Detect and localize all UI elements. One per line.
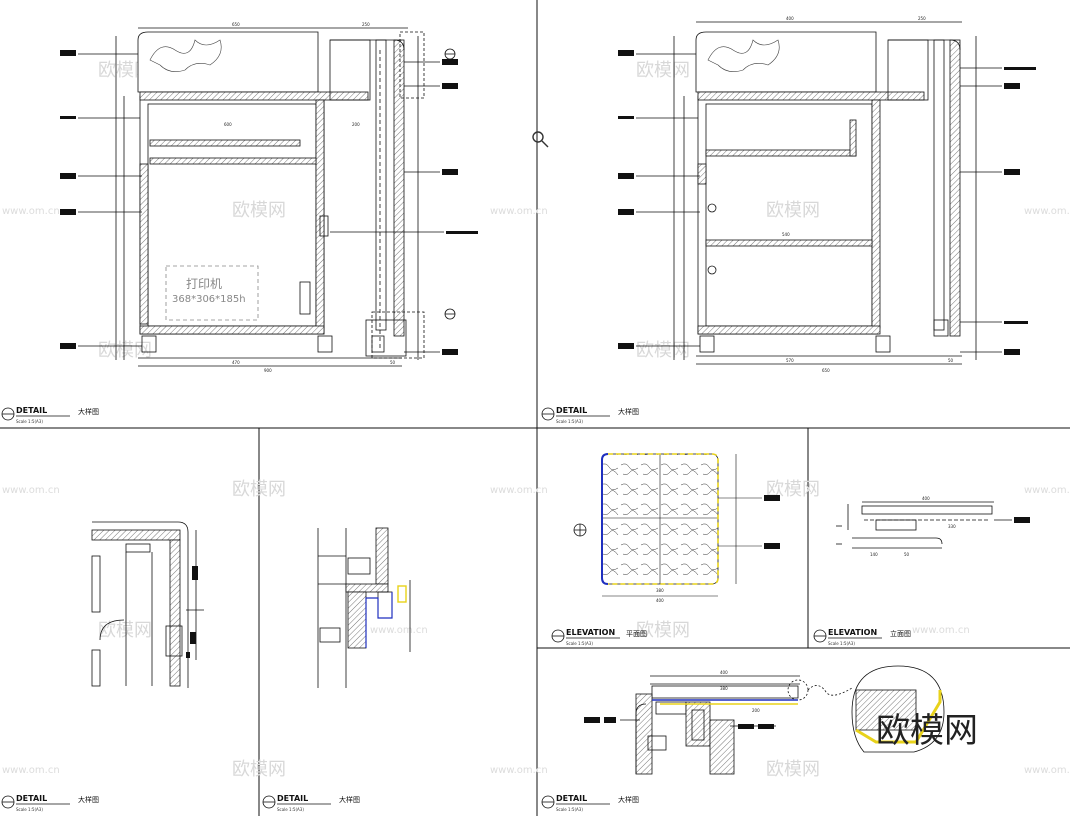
dim-p5-w: 400 xyxy=(656,598,664,603)
panel-3-tags xyxy=(186,566,198,658)
printer-size: 368*306*185h xyxy=(172,294,246,305)
dim-p2-bottom-b: 50 xyxy=(948,358,954,363)
title-p6: ELEVATION xyxy=(828,628,877,637)
panel-4-leg-detail xyxy=(317,527,411,688)
panel-2-tags xyxy=(618,50,1036,355)
title-block-p5: ELEVATION Scale 1:5(A3) 平面图 xyxy=(551,628,647,646)
watermark-site: www.om.cn xyxy=(370,625,428,636)
watermark-site: www.om.cn xyxy=(1024,765,1070,776)
watermark-site: www.om.cn xyxy=(1024,206,1070,217)
panel-1-tags xyxy=(60,50,478,355)
title-p1: DETAIL xyxy=(16,406,47,415)
dim-p1-top-b: 250 xyxy=(362,22,370,27)
title-p5: ELEVATION xyxy=(566,628,615,637)
watermark-site: www.om.cn xyxy=(490,206,548,217)
caption-p6: 立面图 xyxy=(890,629,911,638)
watermark-text: 欧模网 xyxy=(232,200,286,221)
panel-5-plan xyxy=(573,453,780,597)
watermark-text: 欧模网 xyxy=(98,620,152,641)
panel-7-zoom-yellow xyxy=(855,690,942,744)
watermark-site: www.om.cn xyxy=(490,485,548,496)
title-p4: DETAIL xyxy=(277,794,308,803)
caption-p5: 平面图 xyxy=(626,630,647,638)
scale-p2: Scale 1:5(A3) xyxy=(556,419,583,424)
panel-2-cabinet-section xyxy=(636,21,1002,365)
caption-p1: 大样图 xyxy=(78,407,99,416)
scale-p5: Scale 1:5(A3) xyxy=(566,641,593,646)
dim-p7-w: 400 xyxy=(720,670,728,675)
title-p2: DETAIL xyxy=(556,406,587,415)
dim-p1-bottom-total: 900 xyxy=(264,368,272,373)
title-block-p1: DETAIL Scale 1:5(A3) 大样图 xyxy=(1,406,99,424)
panel-3-corner-detail xyxy=(91,521,204,688)
caption-p3: 大样图 xyxy=(78,795,99,804)
title-block-p6: ELEVATION Scale 1:5(A3) 立面图 xyxy=(813,628,911,646)
watermark-site: www.om.cn xyxy=(2,765,60,776)
dim-p7-c: 200 xyxy=(752,708,760,713)
panel-1-cabinet-section xyxy=(78,27,456,367)
dim-p2-bottom-total: 650 xyxy=(822,368,830,373)
title-block-p2: DETAIL Scale 1:5(A3) 大样图 xyxy=(541,406,639,424)
panel-6-elevation xyxy=(836,501,1030,549)
title-block-p4: DETAIL Scale 1:5(A3) 大样图 xyxy=(262,794,360,812)
dim-p1-inner: 600 xyxy=(224,122,232,127)
dim-p2-top-b: 250 xyxy=(918,16,926,21)
watermark-text: 欧模网 xyxy=(232,759,286,780)
dim-p2-shelf: 540 xyxy=(782,232,790,237)
watermark-site: www.om.cn xyxy=(912,625,970,636)
caption-p7: 大样图 xyxy=(618,795,639,804)
dim-p6-a: 140 xyxy=(870,552,878,557)
watermark-text: 欧模网 xyxy=(766,479,820,500)
watermark-text: 欧模网 xyxy=(636,60,690,81)
zoom-icon[interactable] xyxy=(532,131,549,148)
dim-p2-bottom-a: 570 xyxy=(786,358,794,363)
watermark-logo: 欧模网 xyxy=(876,711,978,751)
printer-label: 打印机 xyxy=(186,277,222,291)
watermark-site: www.om.cn xyxy=(1024,485,1070,496)
dim-p1-bottom-a: 470 xyxy=(232,360,240,365)
dim-p7-w2: 380 xyxy=(720,686,728,691)
watermark-site: www.om.cn xyxy=(2,485,60,496)
dim-p6-b: 50 xyxy=(904,552,910,557)
panel-4-yellow-trim xyxy=(397,585,407,603)
watermark-text: 欧模网 xyxy=(766,200,820,221)
dim-p1-bottom-b: 50 xyxy=(390,360,396,365)
panel-4-blue-edge xyxy=(365,592,393,648)
watermark-site: www.om.cn xyxy=(2,206,60,217)
dim-p6-w: 400 xyxy=(922,496,930,501)
dim-p5-w2: 380 xyxy=(656,588,664,593)
scale-p7: Scale 1:5(A3) xyxy=(556,807,583,812)
watermark-text: 欧模网 xyxy=(766,759,820,780)
dim-p2-top-a: 400 xyxy=(786,16,794,21)
scale-p4: Scale 1:5(A3) xyxy=(277,807,304,812)
panel-7-counter-detail xyxy=(584,665,945,775)
watermark-text: 欧模网 xyxy=(98,340,152,361)
title-p7: DETAIL xyxy=(556,794,587,803)
watermark-text: 欧模网 xyxy=(636,620,690,641)
watermark-text: 欧模网 xyxy=(232,479,286,500)
watermark-text: 欧模网 xyxy=(636,340,690,361)
scale-p6: Scale 1:5(A3) xyxy=(828,641,855,646)
watermarks: 欧模网 www.om.cn 欧模网 www.om.cn 欧模网 欧模网 www.… xyxy=(2,60,1070,780)
dim-p1-top-a: 650 xyxy=(232,22,240,27)
scale-p3: Scale 1:5(A3) xyxy=(16,807,43,812)
title-p3: DETAIL xyxy=(16,794,47,803)
scale-p1: Scale 1:5(A3) xyxy=(16,419,43,424)
watermark-site: www.om.cn xyxy=(490,765,548,776)
title-block-p3: DETAIL Scale 1:5(A3) 大样图 xyxy=(1,794,99,812)
caption-p2: 大样图 xyxy=(618,407,639,416)
title-block-p7: DETAIL Scale 1:5(A3) 大样图 xyxy=(541,794,639,812)
dim-p1-inner2: 200 xyxy=(352,122,360,127)
caption-p4: 大样图 xyxy=(339,795,360,804)
dim-p6-c: 330 xyxy=(948,524,956,529)
